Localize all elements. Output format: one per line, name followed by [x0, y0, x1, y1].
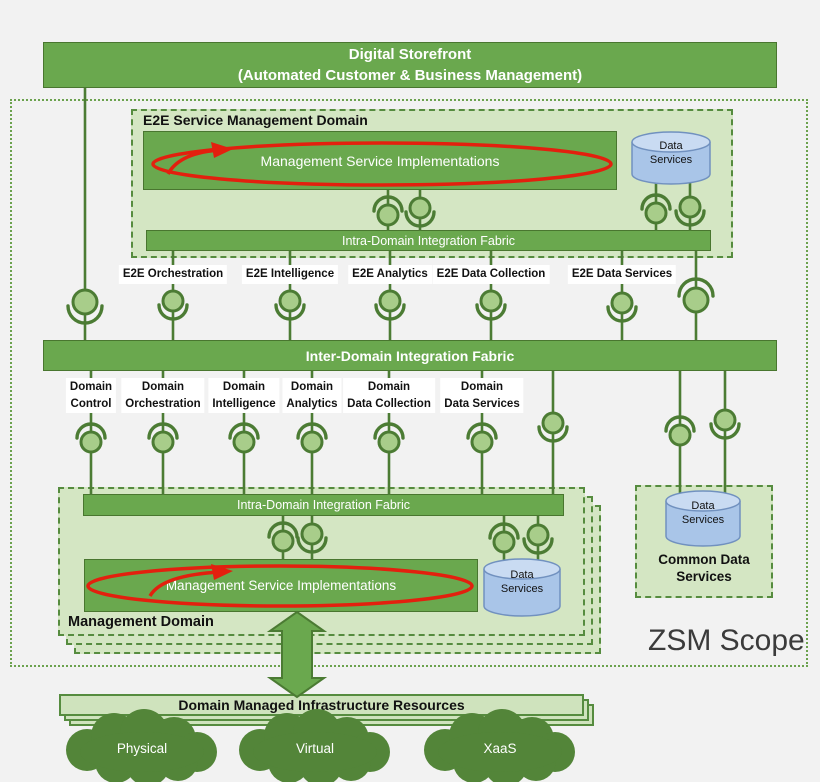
zsm-scope-label: ZSM Scope: [648, 624, 805, 657]
e2e-interface-label-orchestration: E2E Orchestration: [118, 265, 228, 284]
infrastructure-bar: Domain Managed Infrastructure Resources: [59, 694, 584, 716]
domain-interface-label-data-services: Domain Data Services: [440, 378, 524, 413]
common-data-services-title: Common Data Services: [658, 552, 750, 584]
mgmt-data-services-label: Data Services: [500, 569, 544, 595]
e2e-data-services-label: Data Services: [649, 140, 693, 166]
e2e-intra-domain-fabric-bar: Intra-Domain Integration Fabric: [146, 230, 711, 251]
mgmt-intra-domain-fabric-label: Intra-Domain Integration Fabric: [237, 498, 410, 512]
domain-interface-label-data-collection: Domain Data Collection: [343, 378, 435, 413]
digital-storefront-title: Digital Storefront: [348, 46, 472, 63]
e2e-interface-label-intelligence: E2E Intelligence: [241, 265, 339, 284]
e2e-interface-label-analytics: E2E Analytics: [348, 265, 432, 284]
digital-storefront-bar: Digital Storefront (Automated Customer &…: [43, 42, 777, 88]
inter-domain-fabric-bar: Inter-Domain Integration Fabric: [43, 340, 777, 371]
infrastructure-bar-label: Domain Managed Infrastructure Resources: [178, 697, 465, 713]
mgmt-msi-label: Management Service Implementations: [165, 578, 397, 593]
management-domain-title: Management Domain: [68, 614, 214, 630]
digital-storefront-subtitle: (Automated Customer & Business Managemen…: [237, 67, 583, 84]
e2e-msi-label: Management Service Implementations: [260, 152, 500, 169]
e2e-intra-domain-fabric-label: Intra-Domain Integration Fabric: [342, 233, 515, 248]
domain-interface-label-analytics: Domain Analytics: [282, 378, 342, 413]
domain-interface-label-intelligence: Domain Intelligence: [208, 378, 280, 413]
domain-interface-label-control: Domain Control: [65, 378, 117, 413]
zsm-scope-boundary: [10, 99, 808, 667]
domain-interface-label-orchestration: Domain Orchestration: [121, 378, 205, 413]
cloud-label-virtual: Virtual: [295, 741, 335, 756]
e2e-interface-label-data-services: E2E Data Services: [567, 265, 677, 284]
e2e-domain-title: E2E Service Management Domain: [143, 112, 368, 128]
e2e-msi-box: Management Service Implementations: [143, 131, 617, 190]
inter-domain-fabric-label: Inter-Domain Integration Fabric: [305, 347, 515, 364]
mgmt-msi-box: Management Service Implementations: [84, 559, 478, 612]
cloud-label-xaas: XaaS: [483, 741, 517, 756]
mgmt-intra-domain-fabric-bar: Intra-Domain Integration Fabric: [83, 494, 564, 516]
e2e-interface-label-data-collection: E2E Data Collection: [432, 265, 550, 284]
cloud-label-physical: Physical: [116, 741, 168, 756]
common-data-services-cylinder-label: Data Services: [681, 500, 725, 526]
